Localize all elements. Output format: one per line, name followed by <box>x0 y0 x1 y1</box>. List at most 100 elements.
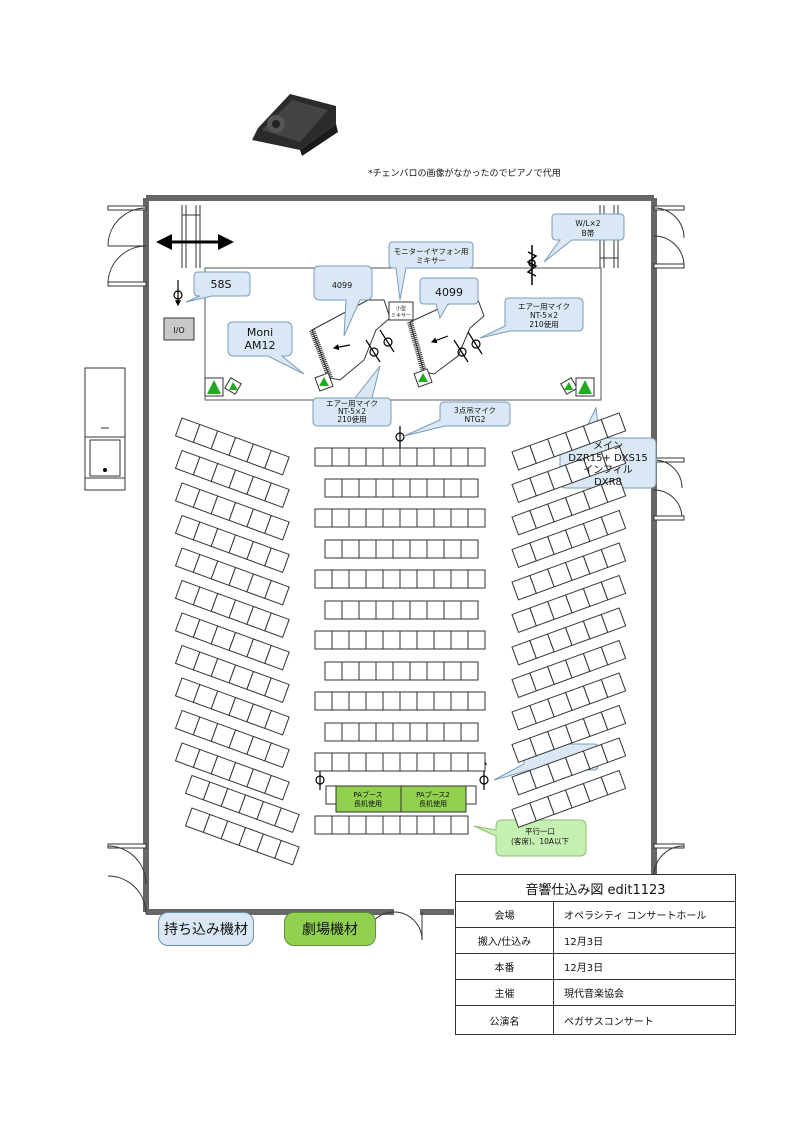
seat-row <box>511 704 627 763</box>
seat <box>433 508 452 528</box>
seat-row <box>314 691 486 711</box>
seat <box>600 477 627 504</box>
seat <box>264 449 290 476</box>
stage-speaker-icons <box>204 368 595 397</box>
seat <box>450 691 469 711</box>
seat <box>341 600 360 620</box>
piano-substitution-note: *チェンバロの画像がなかったのでピアノで代用 <box>368 169 561 179</box>
seat-row <box>174 612 290 671</box>
seat-row <box>174 644 290 703</box>
seat <box>443 722 462 742</box>
main-speaker-label-3: インフィル <box>583 465 633 476</box>
seat-row <box>174 482 290 541</box>
wl-label-1: W/L×2 <box>575 219 600 228</box>
seat-row <box>174 677 290 736</box>
seat-row <box>174 709 290 768</box>
monitor-mixer-label-1: モニターイヤフォン用 <box>394 247 469 256</box>
air-mic-left-label-1: エアー用マイク <box>326 399 378 408</box>
seat <box>433 447 452 467</box>
seat <box>600 509 627 536</box>
row-key-load-in: 搬入/仕込み <box>456 928 554 953</box>
seat <box>467 569 486 589</box>
seat <box>264 612 290 638</box>
seat-row <box>324 600 479 620</box>
seat <box>331 691 350 711</box>
seat-row <box>511 672 627 731</box>
seat <box>443 478 462 498</box>
seat <box>314 815 333 835</box>
row-value-load-in: 12月3日 <box>564 937 604 948</box>
seat <box>331 508 350 528</box>
seat-row <box>324 539 479 559</box>
air-mic-left-label-3: 210使用 <box>337 414 366 424</box>
seat <box>264 482 290 508</box>
moni-label-1: Moni <box>247 326 273 339</box>
seat <box>264 677 290 703</box>
seat-row <box>511 769 627 828</box>
table-row: 本番 12月3日 <box>456 954 735 980</box>
pa-booth-1-label-2: 長机使用 <box>354 799 382 808</box>
seat-row <box>314 630 486 650</box>
seat-row <box>174 514 290 573</box>
seat <box>392 478 411 498</box>
seat <box>409 539 428 559</box>
seat <box>460 600 479 620</box>
small-mixer-label-2: ミキサー <box>391 313 411 319</box>
info-table: 音響仕込み図 edit1123 会場 オペラシティ コンサートホール 搬入/仕込… <box>455 874 736 1035</box>
seat <box>365 569 384 589</box>
pa-booth-1-label-1: PAブース <box>353 790 382 799</box>
piano-left <box>309 299 391 381</box>
seat <box>314 691 333 711</box>
seat-row <box>174 417 290 476</box>
seat <box>274 807 300 833</box>
seat <box>324 478 343 498</box>
seat <box>467 508 486 528</box>
table-row: 公演名 ペガサスコンサート <box>456 1006 735 1034</box>
piano-left-label: 4099 <box>332 281 352 290</box>
main-speaker-label-4: DXR8 <box>594 477 622 488</box>
seat <box>443 600 462 620</box>
seat <box>365 691 384 711</box>
seat-row <box>314 569 486 589</box>
seat <box>264 644 290 671</box>
seat <box>460 539 479 559</box>
io-label: I/O <box>173 326 184 335</box>
double-arrow-icon <box>156 234 234 250</box>
seat <box>426 600 445 620</box>
seat <box>600 607 627 634</box>
seat <box>331 447 350 467</box>
main-speaker-label-2: DZR15+ DXS15 <box>568 453 647 464</box>
antenna-icon <box>526 245 538 285</box>
seat <box>450 630 469 650</box>
seat <box>358 539 377 559</box>
moni-label-2: AM12 <box>244 339 275 352</box>
seat <box>399 630 418 650</box>
seat-row <box>314 815 469 835</box>
seat <box>314 752 333 772</box>
seat <box>358 661 377 681</box>
seat <box>375 661 394 681</box>
seat <box>450 569 469 589</box>
seat <box>392 539 411 559</box>
seat <box>348 691 367 711</box>
seat <box>433 752 452 772</box>
pa-booth <box>325 785 477 813</box>
pa-booth-2-label-1: PAブース2 <box>416 790 450 799</box>
seat <box>264 774 290 801</box>
seat <box>426 722 445 742</box>
seat <box>365 752 384 772</box>
seat <box>460 661 479 681</box>
io-box <box>163 317 195 341</box>
hanging-mic-label-1: 3点吊マイク <box>454 406 496 415</box>
seat <box>264 547 290 573</box>
seat-row <box>324 722 479 742</box>
seat <box>409 722 428 742</box>
seat <box>409 661 428 681</box>
seat <box>467 752 486 772</box>
seat <box>409 478 428 498</box>
seat <box>467 447 486 467</box>
row-key-venue: 会場 <box>456 902 554 927</box>
seat <box>348 815 367 835</box>
side-cabinet <box>84 367 126 491</box>
